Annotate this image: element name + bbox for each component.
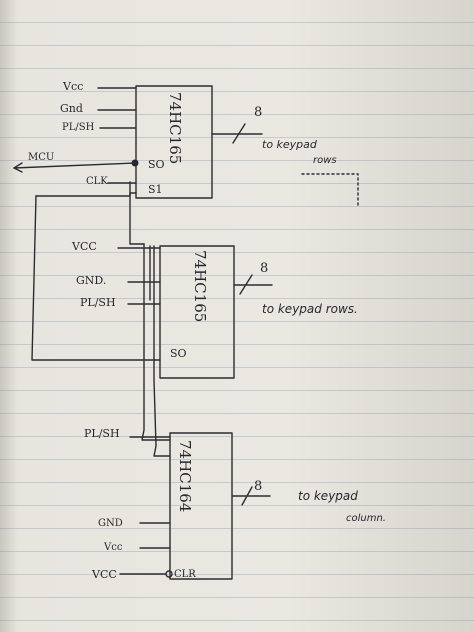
chip1-vcc-label: Vcc — [62, 80, 83, 93]
chip1-si-label: S1 — [148, 183, 163, 196]
chip3-plsh-label: PL/SH — [84, 427, 120, 440]
chip2-body — [159, 245, 235, 379]
chip1-note-line1: to keypad — [262, 138, 318, 151]
chip3-clr-label: CLR — [174, 569, 196, 580]
chip2-plsh-label: PL/SH — [80, 296, 116, 309]
chip3-vcc2-label: VCC — [91, 568, 117, 581]
chip1-gnd-label: Gnd — [60, 102, 83, 115]
chip3-body — [169, 432, 233, 580]
chip1-74hc165: 74HC165 Vcc Gnd PL/SH MCU SO CLK S1 8 to… — [13, 80, 359, 207]
chip1-body — [135, 85, 213, 199]
chip1-so-to-mcu-wire — [13, 162, 136, 169]
chip2-vcc-label: VCC — [71, 240, 97, 253]
chip2-note: to keypad rows. — [262, 302, 358, 316]
chip3-note-line2: column. — [346, 513, 386, 524]
data-chip3-wire — [153, 245, 171, 457]
chip3-74hc164: 74HC164 PL/SH GND Vcc VCC CLR 8 to keypa… — [84, 427, 386, 581]
chip3-name: 74HC164 — [176, 440, 194, 512]
chip1-bus-slash — [232, 123, 246, 144]
chip2-bus-slash — [239, 274, 253, 295]
chip2-74hc165: 74HC165 VCC GND. PL/SH SO 8 to keypad ro… — [71, 240, 358, 379]
chip2-so-label: SO — [170, 347, 187, 360]
si-feed-loop-wire — [31, 195, 161, 361]
chip1-note-line2: rows — [313, 155, 337, 166]
chip1-so-label: SO — [148, 158, 165, 171]
chip3-note-line1: to keypad — [298, 489, 358, 503]
chip3-gnd-label: GND — [98, 518, 123, 529]
clock-chip3-wire — [141, 243, 171, 441]
mcu-arrow-icon — [13, 162, 23, 173]
clock-down-wire — [129, 181, 145, 245]
chip3-bus-count: 8 — [254, 479, 262, 494]
chip1-note-bracket — [301, 173, 359, 207]
chip1-clk-label: CLK — [86, 176, 108, 187]
clock-and-serial-wiring — [31, 181, 171, 457]
chip1-bus-count: 8 — [254, 105, 262, 120]
si-feed-top-wire — [35, 192, 137, 197]
chip3-bus-slash — [241, 486, 253, 506]
chip3-vcc-label: Vcc — [103, 542, 123, 553]
mcu-label: MCU — [28, 152, 54, 163]
chip1-plsh-label: PL/SH — [62, 122, 95, 133]
chip3-clr-bubble — [165, 570, 173, 578]
chip2-name: 74HC165 — [191, 250, 209, 322]
chip2-gnd-label: GND. — [76, 274, 106, 287]
chip1-name: 74HC165 — [166, 92, 184, 164]
chip2-bus-count: 8 — [260, 261, 268, 276]
